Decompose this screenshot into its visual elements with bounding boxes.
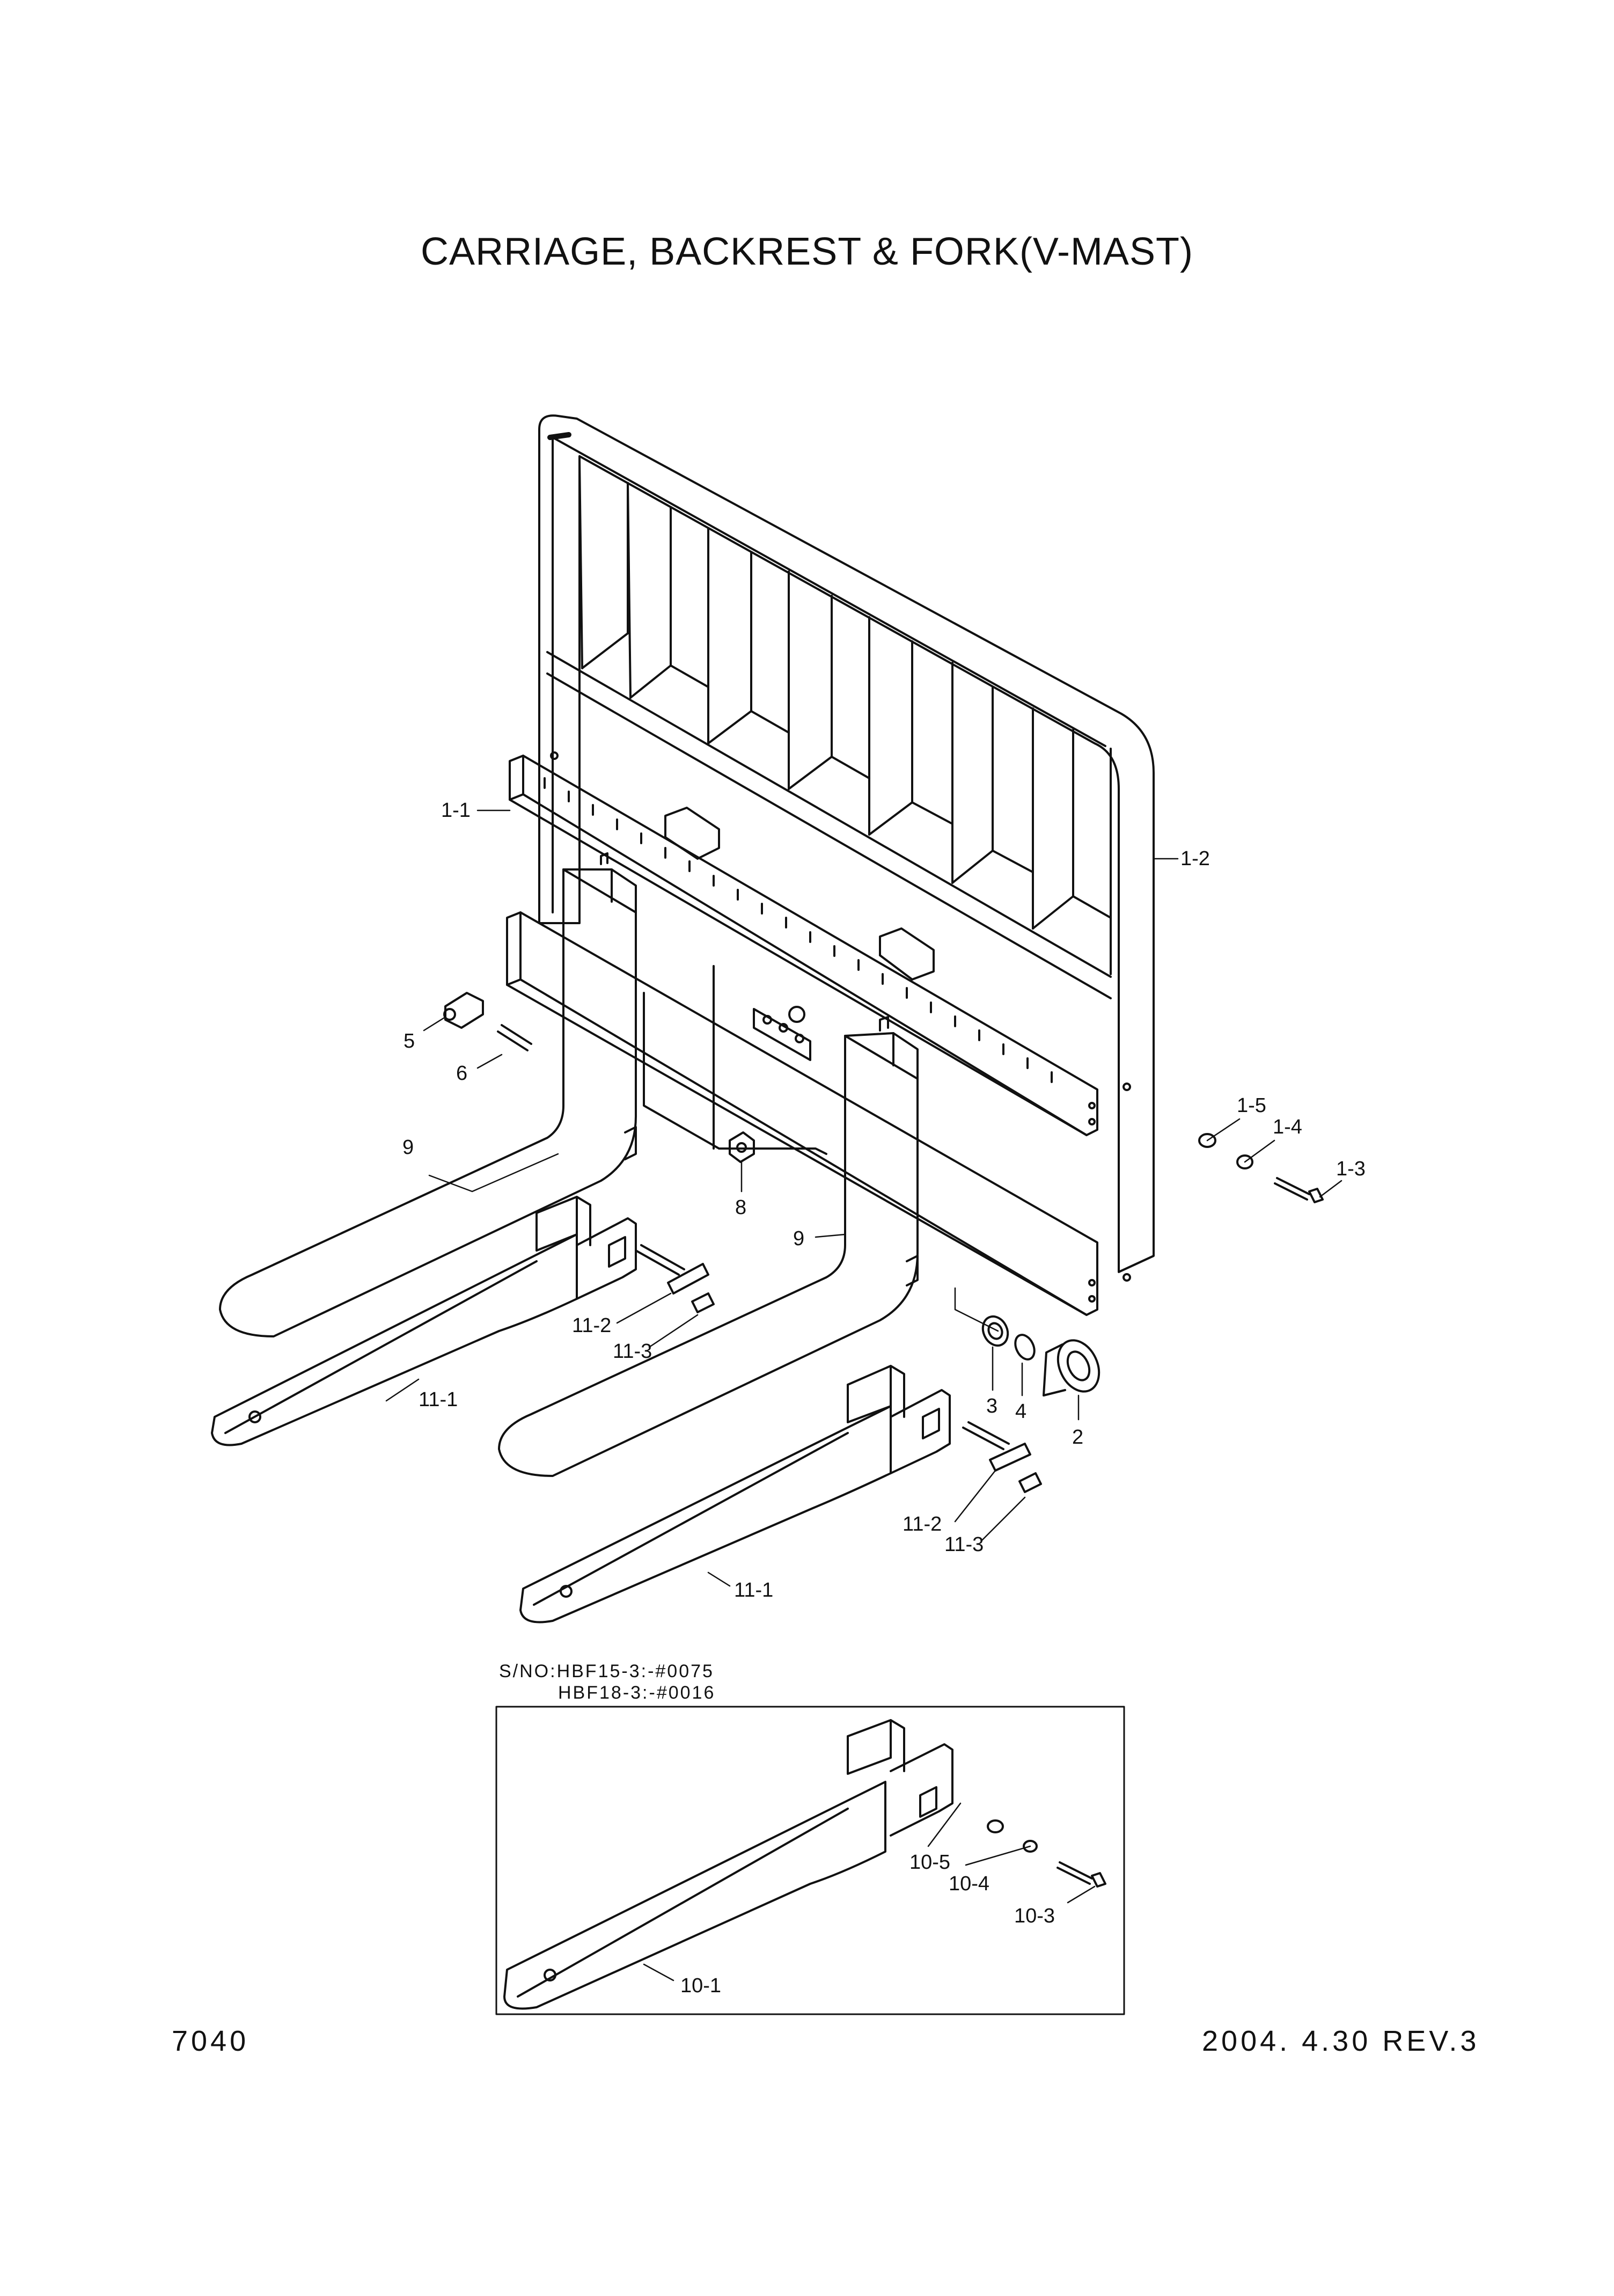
callout-9-left: 9 [402, 1136, 414, 1159]
callout-10-1: 10-1 [680, 1975, 721, 1997]
inset-box [495, 1706, 1125, 2015]
upper-carriage-bar [509, 755, 1098, 1136]
left-fork [219, 852, 637, 1337]
load-backrest [538, 414, 1155, 1282]
callout-11-3-left: 11-3 [613, 1340, 652, 1363]
backrest-slats [578, 458, 1112, 975]
right-fork [498, 1016, 919, 1477]
callout-6: 6 [456, 1062, 467, 1085]
hardware-parts [443, 992, 1324, 1396]
callout-3: 3 [986, 1395, 997, 1417]
callout-8: 8 [735, 1196, 746, 1219]
lower-carriage-bar [506, 911, 1098, 1316]
callout-10-3: 10-3 [1014, 1905, 1055, 1927]
callout-2: 2 [1072, 1426, 1083, 1449]
leader-lines [385, 809, 1342, 1981]
mounting-brackets [664, 807, 935, 1061]
callout-1-4: 1-4 [1273, 1116, 1302, 1138]
callout-4: 4 [1015, 1400, 1026, 1423]
callout-1-1: 1-1 [441, 799, 471, 822]
extension-pin-left [635, 1244, 715, 1313]
right-fork-extension [519, 1365, 951, 1624]
extension-pin-right [962, 1421, 1042, 1493]
left-fork-extension [211, 1196, 637, 1446]
callout-11-1-left: 11-1 [419, 1388, 458, 1411]
callout-labels: 1-1 1-2 1-5 1-4 1-3 2 3 4 5 6 8 9 9 11-2… [402, 799, 1366, 1997]
callout-11-3-right: 11-3 [944, 1533, 984, 1556]
callout-10-5: 10-5 [909, 1851, 950, 1874]
page-number: 7040 [172, 2025, 250, 2057]
callout-1-3: 1-3 [1336, 1158, 1366, 1180]
date-revision: 2004. 4.30 REV.3 [1202, 2025, 1480, 2057]
callout-5: 5 [404, 1030, 415, 1052]
serial-note-line1: S/NO:HBF15-3:-#0075 [499, 1661, 714, 1681]
callout-11-2-left: 11-2 [572, 1314, 611, 1337]
serial-note-line2: HBF18-3:-#0016 [558, 1683, 716, 1703]
callout-9-right: 9 [793, 1227, 804, 1250]
callout-1-5: 1-5 [1237, 1094, 1266, 1117]
callout-11-1-right: 11-1 [734, 1579, 773, 1602]
diagram-title: CARRIAGE, BACKREST & FORK(V-MAST) [421, 230, 1193, 273]
carriage-notches [544, 777, 1053, 1083]
callout-11-2-right: 11-2 [903, 1513, 942, 1535]
callout-1-2: 1-2 [1180, 847, 1210, 870]
callout-10-4: 10-4 [949, 1873, 989, 1895]
